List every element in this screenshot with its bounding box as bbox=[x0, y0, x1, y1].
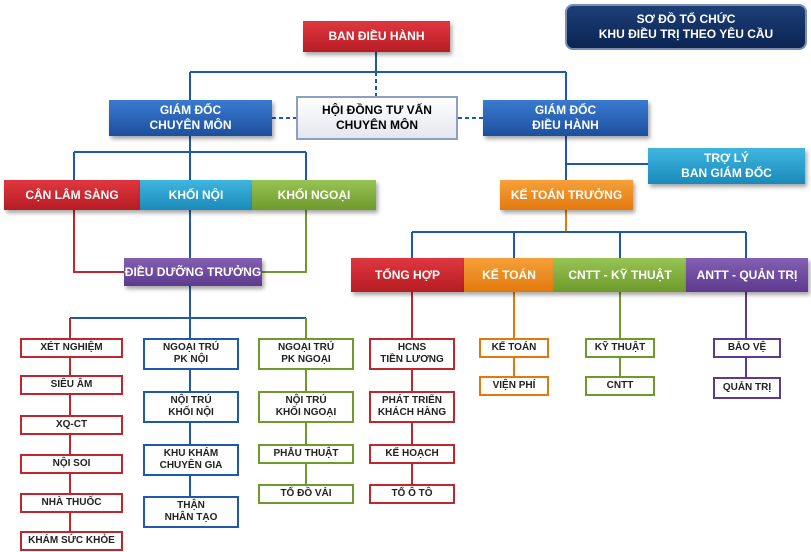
admin-it-box: CNTT - KỸ THUẬT bbox=[554, 258, 686, 292]
unit-lab: XÉT NGHIỆM bbox=[20, 338, 123, 358]
unit-technical: KỸ THUẬT bbox=[585, 338, 655, 358]
unit-security: BẢO VỆ bbox=[713, 338, 781, 358]
unit-car-team: TỔ Ô TÔ bbox=[369, 484, 455, 504]
admin-general-box: TỔNG HỢP bbox=[351, 258, 464, 292]
dept-internal: KHỐI NỘI bbox=[140, 180, 252, 210]
unit-surgical-outpatient: NGOẠI TRÚ PK NGOẠI bbox=[258, 338, 354, 370]
unit-hr-payroll: HCNS TIỀN LƯƠNG bbox=[369, 338, 455, 370]
admin-security-box: ANTT - QUẢN TRỊ bbox=[686, 258, 808, 292]
unit-pharmacy: NHÀ THUỐC bbox=[20, 493, 123, 513]
chief-accountant-box: KẾ TOÁN TRƯỞNG bbox=[500, 180, 633, 210]
chart-title: SƠ ĐỒ TỔ CHỨC KHU ĐIỀU TRỊ THEO YÊU CẦU bbox=[565, 4, 807, 50]
executive-director-box: GIÁM ĐỐC ĐIỀU HÀNH bbox=[483, 100, 648, 136]
unit-health-check: KHÁM SỨC KHỎE bbox=[20, 531, 123, 551]
assistant-box: TRỢ LÝ BAN GIÁM ĐỐC bbox=[648, 148, 805, 184]
unit-internal-inpatient: NỘI TRÚ KHỐI NỘI bbox=[143, 391, 239, 423]
unit-expert-clinic: KHU KHÁM CHUYÊN GIA bbox=[143, 444, 239, 476]
unit-dialysis: THẬN NHÂN TẠO bbox=[143, 496, 239, 528]
dept-paraclinical: CẬN LÂM SÀNG bbox=[4, 180, 140, 210]
unit-it: CNTT bbox=[585, 376, 655, 396]
advisory-council-box: HỘI ĐỒNG TƯ VẤN CHUYÊN MÔN bbox=[296, 96, 458, 140]
unit-planning: KẾ HOẠCH bbox=[369, 444, 455, 464]
chart-title-line1: SƠ ĐỒ TỔ CHỨC bbox=[636, 12, 736, 26]
unit-administration: QUẢN TRỊ bbox=[713, 377, 781, 399]
head-nurse-box: ĐIỀU DƯỠNG TRƯỞNG bbox=[124, 258, 262, 286]
unit-accounting: KẾ TOÁN bbox=[479, 338, 549, 358]
medical-director-box: GIÁM ĐỐC CHUYÊN MÔN bbox=[109, 100, 272, 136]
dept-surgical: KHỐI NGOẠI bbox=[252, 180, 376, 210]
admin-accounting-box: KẾ TOÁN bbox=[464, 258, 554, 292]
unit-surgical-inpatient: NỘI TRÚ KHỐI NGOẠI bbox=[258, 391, 354, 423]
unit-customer-dev: PHÁT TRIỂN KHÁCH HÀNG bbox=[369, 391, 455, 423]
unit-endoscopy: NỘI SOI bbox=[20, 454, 123, 474]
unit-hospital-fees: VIỆN PHÍ bbox=[479, 376, 549, 396]
unit-xray-ct: XQ-CT bbox=[20, 415, 123, 435]
unit-operating: PHẪU THUẬT bbox=[258, 444, 354, 464]
chart-title-line2: KHU ĐIỀU TRỊ THEO YÊU CẦU bbox=[598, 27, 774, 41]
unit-internal-outpatient: NGOẠI TRÚ PK NỘI bbox=[143, 338, 239, 370]
board-box: BAN ĐIỀU HÀNH bbox=[303, 21, 450, 52]
unit-ultrasound: SIÊU ÂM bbox=[20, 375, 123, 395]
unit-linen: TỔ ĐỒ VẢI bbox=[258, 484, 354, 504]
